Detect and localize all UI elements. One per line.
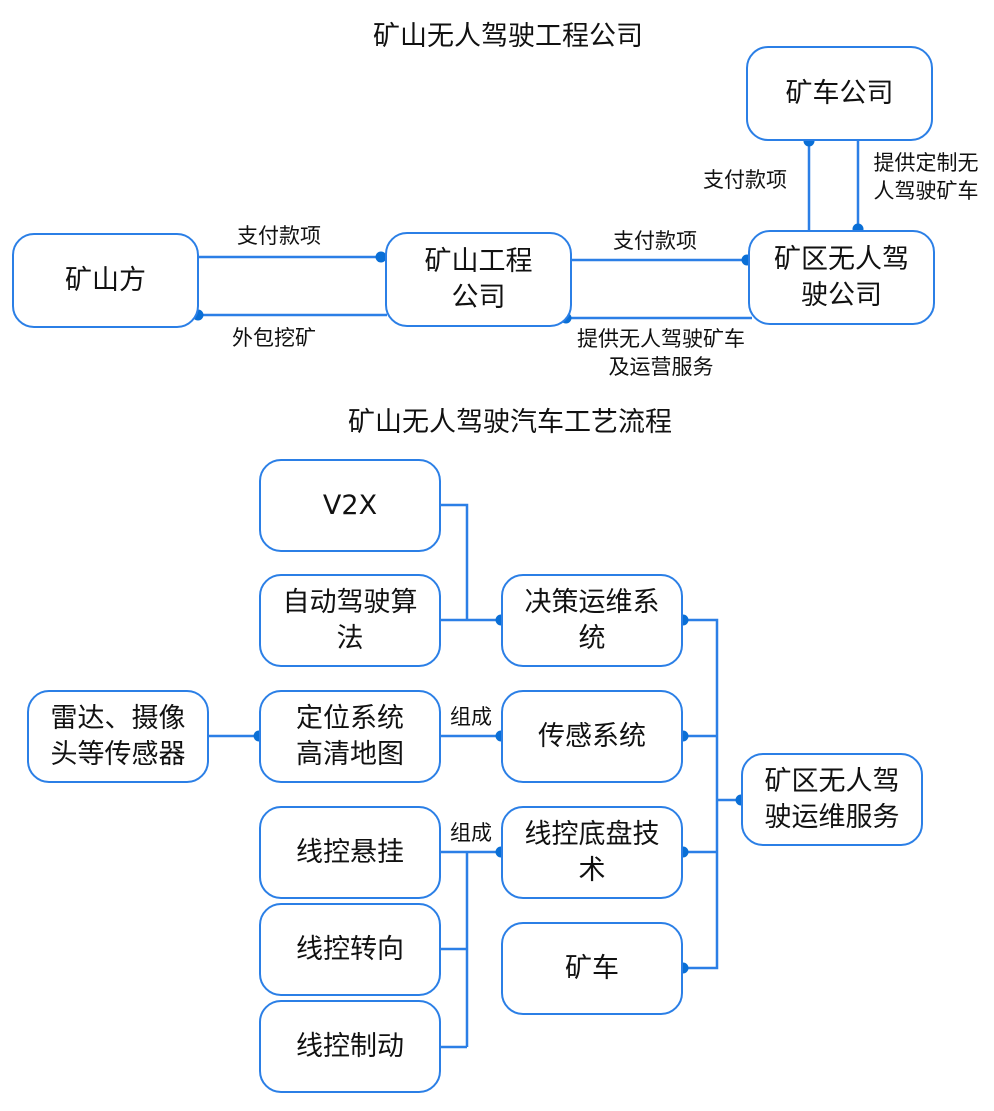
node-positioning[interactable]: 定位系统高清地图 bbox=[259, 690, 441, 783]
node-braking[interactable]: 线控制动 bbox=[259, 1000, 441, 1093]
node-label: 矿山方 bbox=[65, 264, 146, 296]
node-label: 线控底盘技术 bbox=[524, 818, 660, 886]
node-mine-engineering[interactable]: 矿山工程公司 bbox=[385, 232, 572, 327]
edge-label-provide-truck: 提供定制无人驾驶矿车 bbox=[873, 151, 979, 203]
edge-label-compose: 组成 bbox=[450, 705, 492, 729]
node-label: 矿区无人驾驶运维服务 bbox=[764, 765, 900, 833]
edge-label-pay: 支付款项 bbox=[703, 168, 787, 192]
connector-dot bbox=[375, 251, 387, 263]
node-label: 线控转向 bbox=[296, 933, 404, 965]
node-sensors[interactable]: 雷达、摄像头等传感器 bbox=[27, 690, 209, 783]
node-algorithm[interactable]: 自动驾驶算法 bbox=[259, 574, 441, 667]
edge-label-pay: 支付款项 bbox=[237, 224, 321, 248]
node-label: V2X bbox=[322, 489, 378, 521]
edge-decision-service bbox=[683, 618, 719, 970]
node-suspension[interactable]: 线控悬挂 bbox=[259, 806, 441, 899]
node-label: 雷达、摄像头等传感器 bbox=[50, 702, 186, 770]
node-chassis[interactable]: 线控底盘技术 bbox=[501, 806, 683, 899]
edge-label-pay: 支付款项 bbox=[613, 229, 697, 253]
node-service[interactable]: 矿区无人驾驶运维服务 bbox=[741, 753, 923, 846]
node-label: 矿山工程公司 bbox=[424, 245, 533, 313]
edge-label-compose: 组成 bbox=[450, 821, 492, 845]
node-label: 传感系统 bbox=[538, 720, 646, 752]
edge-label-outsource: 外包挖矿 bbox=[232, 326, 316, 350]
node-decision[interactable]: 决策运维系统 bbox=[501, 574, 683, 667]
edge-label-provide-service: 提供无人驾驶矿车及运营服务 bbox=[577, 327, 745, 379]
diagram-title-business: 矿山无人驾驶工程公司 bbox=[373, 21, 643, 52]
node-label: 线控制动 bbox=[296, 1030, 404, 1062]
node-label: 决策运维系统 bbox=[524, 586, 660, 654]
node-v2x[interactable]: V2X bbox=[259, 459, 441, 552]
node-mine-owner[interactable]: 矿山方 bbox=[12, 233, 199, 328]
edge-v2x-decision bbox=[441, 503, 469, 620]
diagram-title-process: 矿山无人驾驶汽车工艺流程 bbox=[348, 407, 672, 438]
node-perception[interactable]: 传感系统 bbox=[501, 690, 683, 783]
node-autonomous-company[interactable]: 矿区无人驾驶公司 bbox=[748, 230, 935, 325]
node-label: 定位系统高清地图 bbox=[296, 702, 404, 770]
node-label: 矿车公司 bbox=[785, 77, 894, 109]
node-label: 矿区无人驾驶公司 bbox=[774, 243, 909, 311]
node-steering[interactable]: 线控转向 bbox=[259, 903, 441, 996]
node-truck-company[interactable]: 矿车公司 bbox=[746, 46, 933, 141]
node-mine-truck[interactable]: 矿车 bbox=[501, 922, 683, 1015]
node-label: 线控悬挂 bbox=[296, 836, 404, 868]
node-label: 矿车 bbox=[565, 952, 619, 984]
node-label: 自动驾驶算法 bbox=[282, 586, 418, 654]
